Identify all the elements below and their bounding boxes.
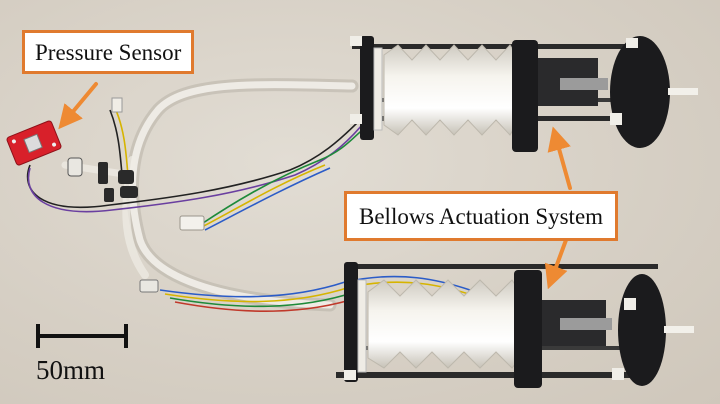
pressure-sensor-label: Pressure Sensor	[22, 30, 195, 74]
scale-bar-label: 50mm	[36, 355, 106, 385]
pressure-sensor-board	[6, 120, 62, 166]
wire-connector	[111, 97, 205, 231]
tube-fittings	[67, 157, 159, 293]
bottom-bellows-actuator	[336, 262, 694, 388]
callout-arrows	[58, 82, 572, 290]
scale-bar	[36, 324, 128, 348]
top-bellows-actuator	[350, 36, 698, 152]
signal-wires	[26, 107, 476, 312]
bellows-system-label: Bellows Actuation System	[344, 191, 619, 241]
